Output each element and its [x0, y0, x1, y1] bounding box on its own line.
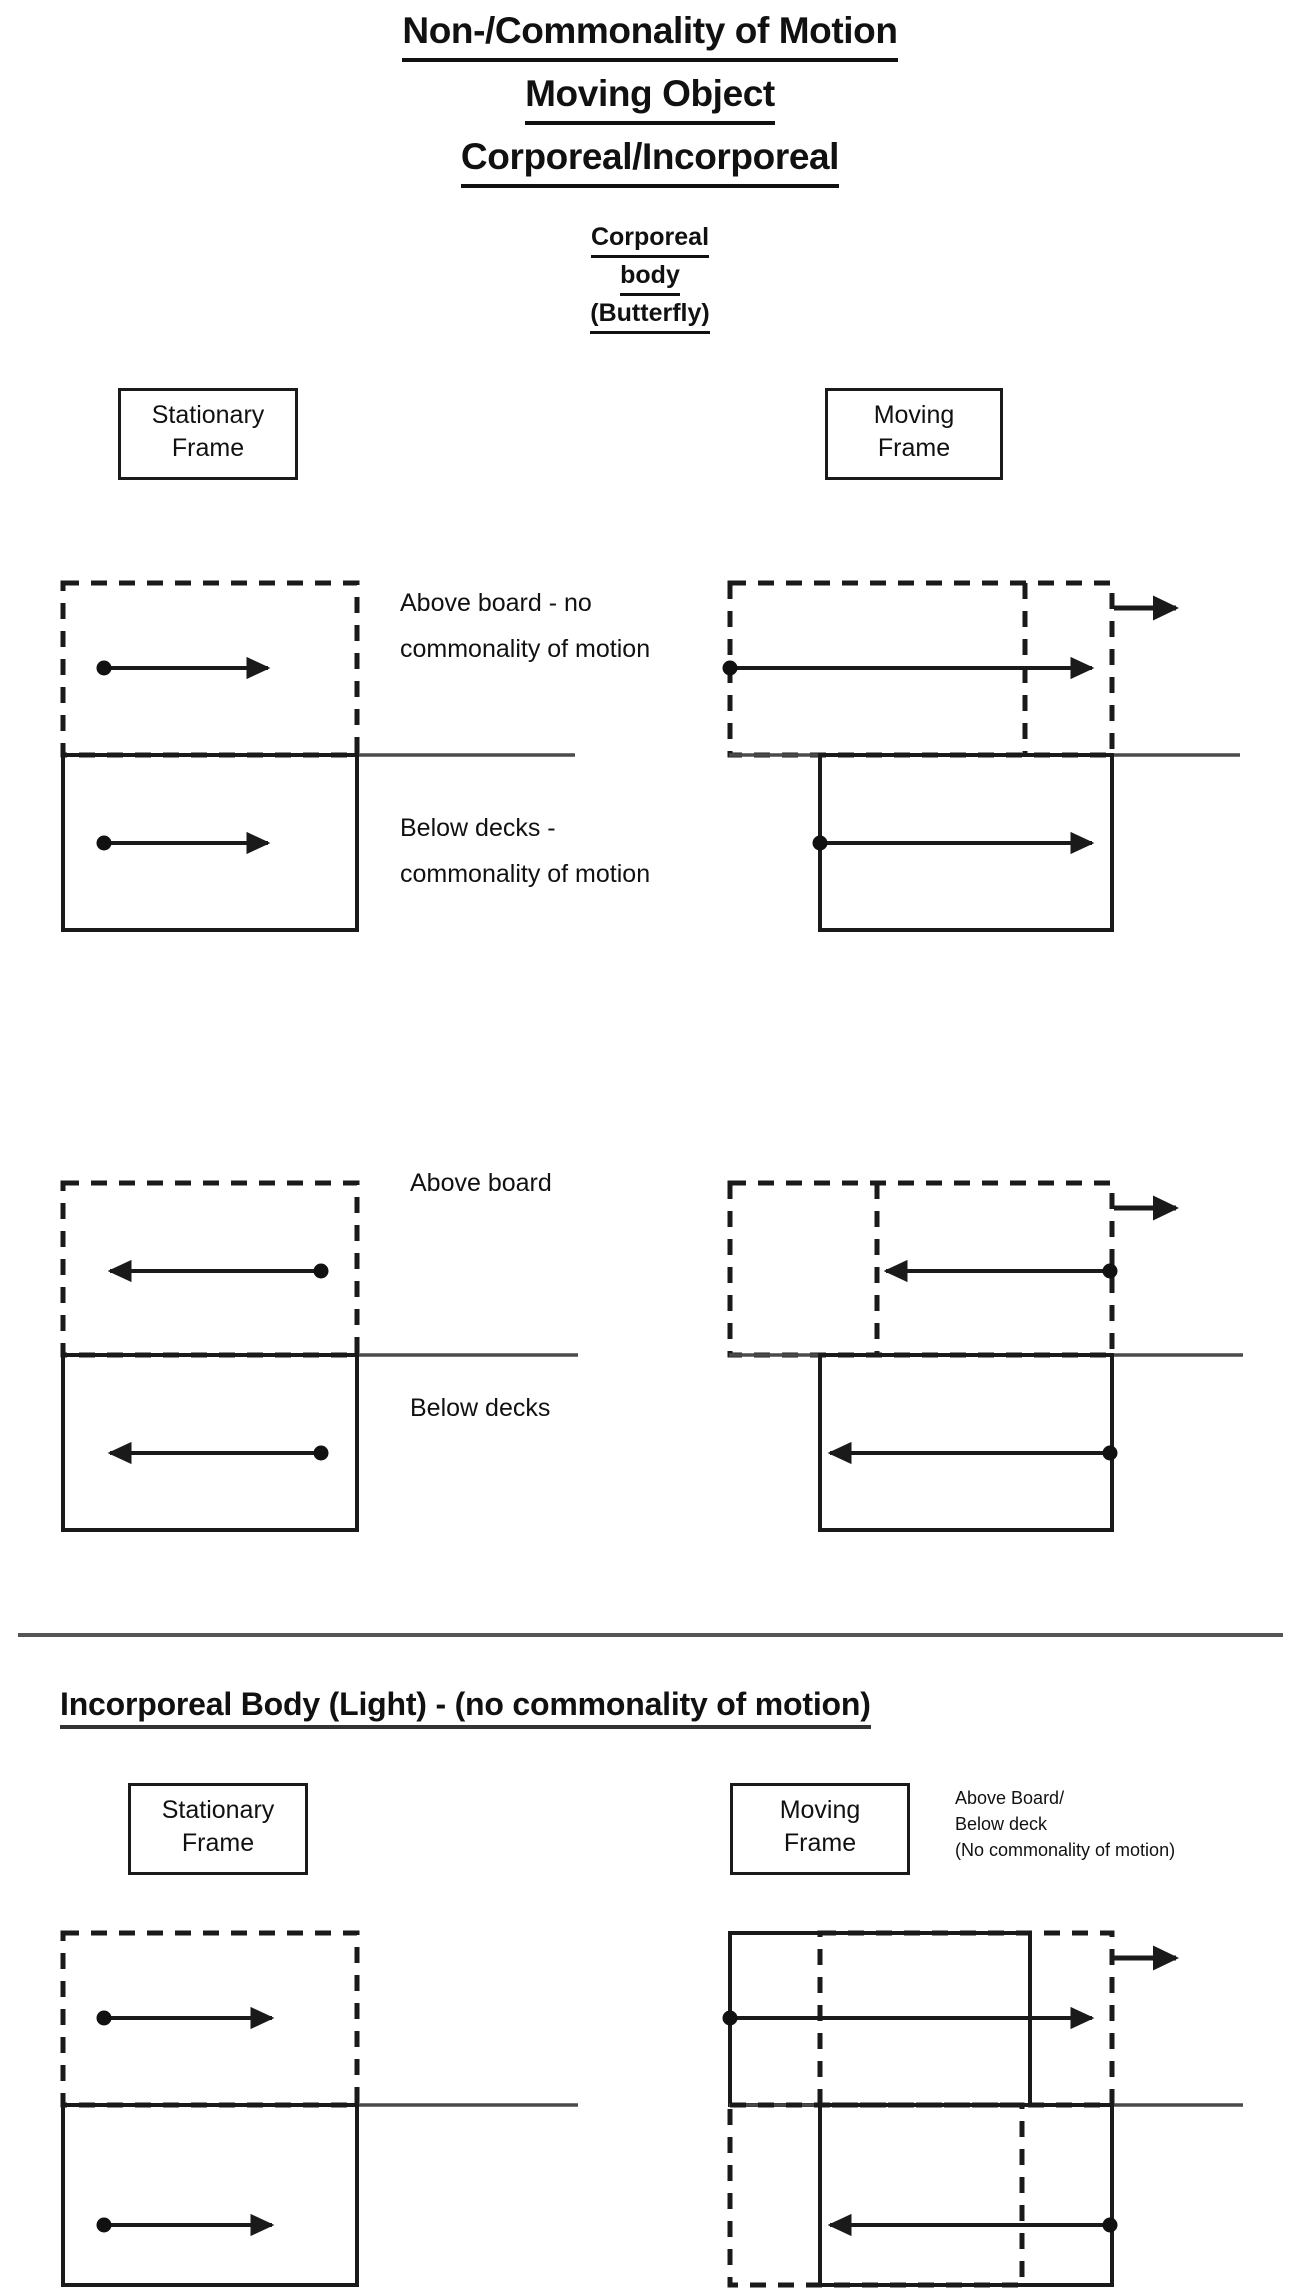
origin-dot [96, 2217, 112, 2233]
corporeal-subtitle: Corporeal body (Butterfly) [0, 220, 1300, 334]
above-board-motion-arrow [107, 1259, 329, 1283]
panel-stationary-rightward [60, 580, 575, 932]
note-line-3: (No commonality of motion) [955, 1840, 1176, 1860]
origin-dot [722, 660, 738, 676]
annotation-below-decks-group2: Below decks [410, 1394, 551, 1422]
below-decks-solid-box [61, 753, 359, 932]
below-decks-solid-box [818, 2103, 1114, 2287]
below-decks-motion-arrow [96, 2213, 275, 2237]
above-board-motion-arrow [883, 1259, 1118, 1283]
origin-dot [1102, 1263, 1118, 1279]
below-decks-motion-arrow [827, 2213, 1118, 2237]
above-board-dashed-box [60, 580, 360, 758]
origin-dot [812, 835, 828, 851]
stationary-frame-label-box-corporeal: Stationary Frame [118, 388, 298, 480]
below-decks-solid-box [61, 1353, 359, 1532]
panel-incorporeal-stationary [60, 1930, 578, 2287]
title-line-1: Non-/Commonality of Motion [402, 6, 898, 62]
stationary-frame-label-line2: Frame [181, 1829, 255, 1857]
stationary-frame-label-line1: Stationary [151, 401, 265, 429]
below-decks-motion-arrow [96, 831, 271, 855]
moving-frame-label-line1: Moving [873, 401, 955, 429]
above-board-dashed-box [60, 1180, 360, 1358]
stationary-frame-label-box-incorporeal: Stationary Frame [128, 1783, 308, 1875]
diagram-corporeal-rightward [60, 580, 1240, 932]
panel-moving-leftward [727, 1180, 1243, 1532]
page-title: Non-/Commonality of Motion Moving Object… [0, 0, 1300, 188]
above-board-motion-arrow [722, 2006, 1095, 2030]
moving-frame-label-line1: Moving [779, 1796, 861, 1824]
stationary-frame-label-line1: Stationary [161, 1796, 275, 1824]
title-line-2: Moving Object [525, 69, 775, 125]
stationary-frame-label-line2: Frame [171, 434, 245, 462]
note-line-1: Above Board/ [955, 1788, 1065, 1808]
origin-dot [96, 835, 112, 851]
subtitle-line-2: body [620, 258, 680, 296]
origin-dot [722, 2010, 738, 2026]
moving-frame-label-box-corporeal: Moving Frame [825, 388, 1003, 480]
above-board-motion-arrow [722, 656, 1095, 680]
section-divider [18, 1633, 1283, 1637]
below-decks-motion-arrow [827, 1441, 1118, 1465]
incorporeal-moving-frame-note: Above Board/ Below deck (No commonality … [955, 1785, 1295, 1863]
panel-moving-rightward [722, 580, 1240, 932]
incorporeal-section-heading: Incorporeal Body (Light) - (no commonali… [60, 1686, 871, 1729]
above-board-dashed-box [60, 1930, 360, 2108]
panel-incorporeal-moving [722, 1930, 1243, 2288]
moving-frame-label-line2: Frame [877, 434, 951, 462]
below-decks-motion-arrow [107, 1441, 329, 1465]
diagram-incorporeal [60, 1930, 1243, 2288]
origin-dot [1102, 1445, 1118, 1461]
title-line-3: Corporeal/Incorporeal [460, 132, 839, 188]
above-board-motion-arrow [96, 656, 271, 680]
subtitle-line-1: Corporeal [590, 220, 710, 258]
above-board-motion-arrow [96, 2006, 275, 2030]
origin-dot [96, 2010, 112, 2026]
above-board-dashed-box [727, 1180, 1115, 1358]
origin-dot [313, 1445, 329, 1461]
annotation-above-board-group2: Above board [410, 1169, 552, 1197]
below-decks-solid-box [818, 1353, 1114, 1532]
panel-stationary-leftward [60, 1180, 578, 1532]
annotation-above-board-group1: Above board - no commonality of motion [400, 589, 651, 663]
note-line-2: Below deck [955, 1814, 1048, 1834]
origin-dot [1102, 2217, 1118, 2233]
origin-dot [96, 660, 112, 676]
below-decks-dashed-box [727, 2102, 1025, 2288]
moving-frame-label-line2: Frame [783, 1829, 857, 1857]
moving-frame-label-box-incorporeal: Moving Frame [730, 1783, 910, 1875]
incorporeal-heading-text: Incorporeal Body (Light) - (no commonali… [60, 1686, 871, 1729]
diagram-corporeal-leftward [60, 1180, 1243, 1532]
below-decks-solid-box [61, 2103, 359, 2287]
annotation-below-decks-group1: Below decks - commonality of motion [400, 814, 651, 888]
subtitle-line-3: (Butterfly) [590, 296, 710, 334]
origin-dot [313, 1263, 329, 1279]
below-decks-motion-arrow [812, 831, 1095, 855]
